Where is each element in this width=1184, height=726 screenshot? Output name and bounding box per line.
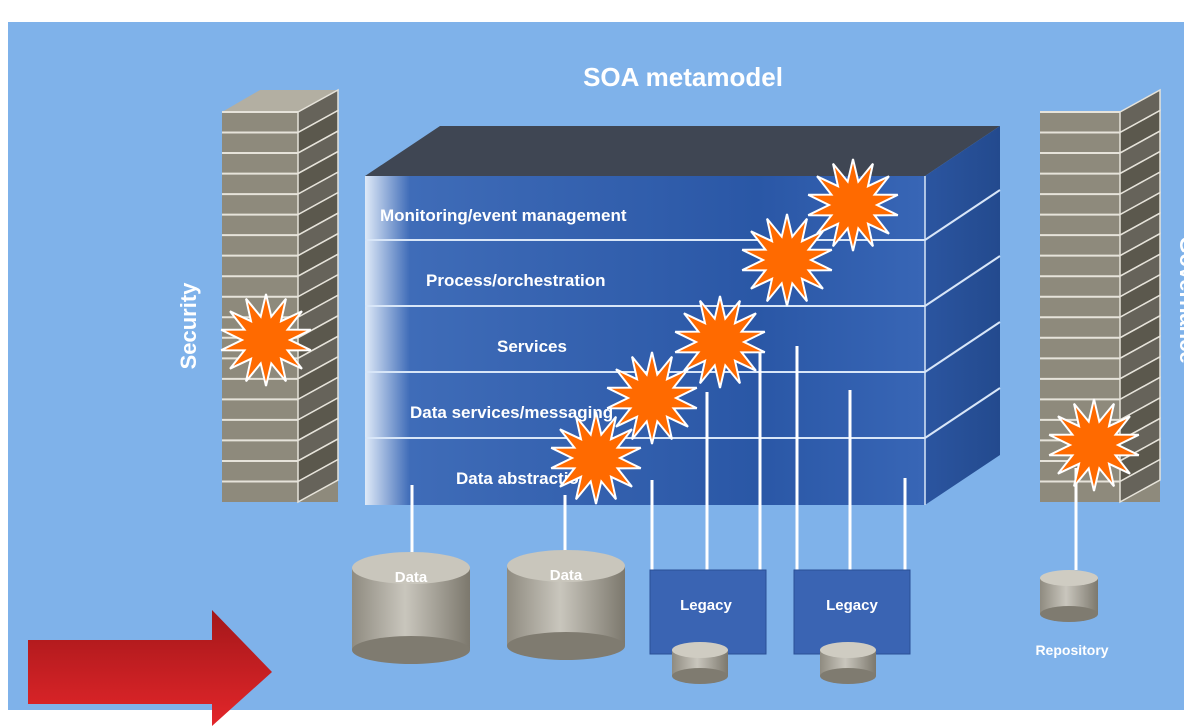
pillar-brick-side	[1119, 458, 1161, 504]
data-store-1-label: Data	[395, 569, 428, 586]
layer-divider-side	[924, 255, 1001, 307]
starburst-icon	[606, 351, 698, 445]
repository-store	[1040, 570, 1098, 622]
legacy-system-1	[649, 569, 767, 684]
security-pillar-bricks	[222, 88, 339, 504]
repository-label: Repository	[1035, 642, 1108, 658]
layer-label-services: Services	[497, 337, 567, 356]
starburst-icon	[741, 213, 833, 307]
data-store-2	[507, 550, 625, 660]
stack-front-face	[365, 176, 925, 505]
starburst-icon	[674, 295, 766, 389]
layer-label-monitoring: Monitoring/event management	[380, 206, 627, 225]
data-store-2-label: Data	[550, 567, 583, 584]
stack-top-face	[365, 126, 1000, 176]
red-arrow-icon	[28, 610, 272, 726]
layer-label-process: Process/orchestration	[426, 271, 606, 290]
data-store-1	[352, 552, 470, 664]
connector-lines	[410, 346, 1078, 570]
pillar-brick-side	[297, 458, 339, 504]
layer-label-data-services: Data services/messaging	[410, 403, 613, 422]
starburst-icon	[807, 158, 899, 252]
starburst-icon	[550, 411, 642, 505]
layer-label-data-abstraction: Data abstraction	[456, 469, 589, 488]
diagram-title: SOA metamodel	[583, 62, 783, 92]
cropped-caption-strip	[0, 0, 1184, 22]
legacy-system-2	[793, 569, 911, 684]
legacy-1-label: Legacy	[680, 597, 732, 614]
legacy-2-label: Legacy	[826, 597, 878, 614]
starburst-icon	[220, 293, 312, 387]
security-label: Security	[176, 282, 201, 370]
layer-divider-side	[924, 387, 1001, 439]
starburst-group	[220, 158, 1140, 505]
layer-divider-side	[924, 321, 1001, 373]
layer-divider-side	[924, 189, 1001, 241]
stack-side-face	[925, 126, 1000, 505]
governance-pillar-bricks	[1040, 88, 1161, 504]
starburst-icon	[1048, 398, 1140, 492]
layer-stack	[365, 126, 1001, 505]
governance-label: Governance	[1175, 236, 1184, 363]
